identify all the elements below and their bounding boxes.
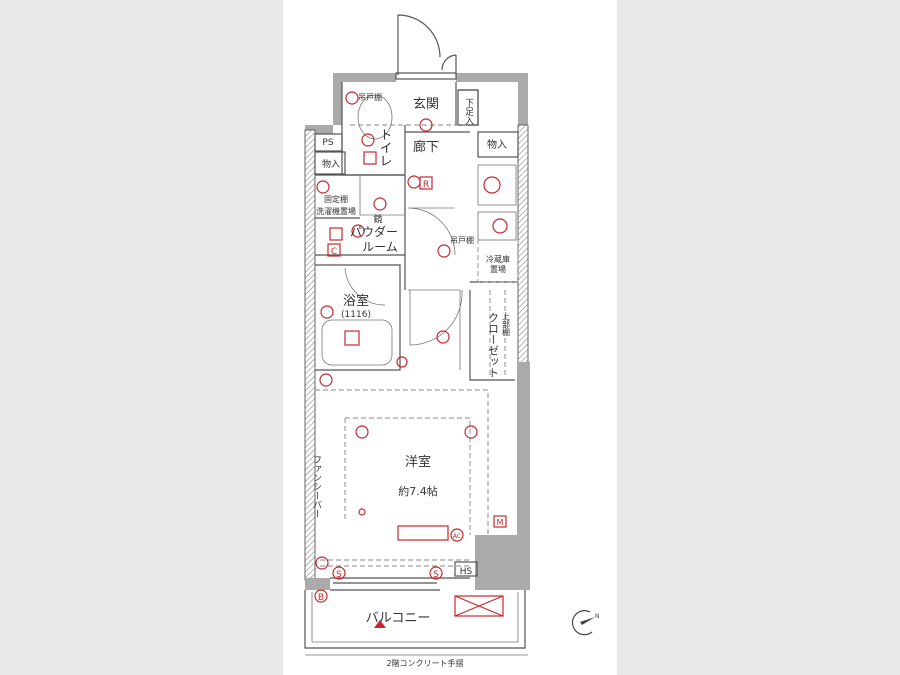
label-hallway: 廊下 bbox=[413, 139, 439, 155]
symbol-b-label: B bbox=[318, 593, 324, 603]
label-western-room: 洋室 bbox=[405, 454, 431, 470]
north-arrow-icon: N bbox=[571, 610, 600, 636]
symbol-s-right: S bbox=[429, 566, 443, 580]
label-toilet: トイレ bbox=[377, 128, 392, 167]
label-storage-left: 物入 bbox=[322, 158, 340, 170]
label-entrance: 玄関 bbox=[413, 97, 439, 112]
label-closet: クローゼット bbox=[487, 312, 500, 378]
symbol-s-right-label: S bbox=[433, 570, 439, 580]
label-shoe-cabinet: 下足入 bbox=[463, 98, 474, 125]
label-heat-source: HS bbox=[460, 567, 473, 577]
label-powder-room: パウダー bbox=[350, 224, 398, 239]
label-railing-note: 2階コンクリート手摺 bbox=[386, 658, 463, 668]
symbol-c: C bbox=[327, 243, 341, 257]
svg-text:N: N bbox=[595, 613, 600, 620]
exterior-walls bbox=[304, 73, 530, 590]
label-fancy-bar: ファンシーバー bbox=[311, 455, 322, 518]
room-labels: 玄関 下足入 トイレ 廊下 PS 物入 物入 吊戸棚 固定棚 洗濯機置場 鏡 パ… bbox=[311, 92, 511, 668]
label-western-room-size: 約7.4帖 bbox=[398, 484, 438, 498]
balcony bbox=[304, 590, 528, 656]
symbol-r: R bbox=[419, 176, 433, 190]
symbol-m-label: M bbox=[497, 518, 504, 527]
interior-walls bbox=[314, 82, 519, 591]
label-powder-room-2: ルーム bbox=[362, 240, 398, 254]
label-fridge-space: 冷蔵庫 bbox=[486, 254, 510, 264]
label-balcony: バルコニー bbox=[366, 611, 431, 626]
label-bathroom: 浴室 bbox=[343, 293, 369, 309]
symbol-r-label: R bbox=[423, 180, 429, 190]
symbol-b: B bbox=[314, 589, 328, 603]
label-mirror: 鏡 bbox=[373, 213, 382, 225]
symbol-s-left: S bbox=[332, 566, 346, 580]
symbol-s-left-label: S bbox=[336, 570, 342, 580]
label-pipe-space: PS bbox=[322, 138, 333, 148]
symbol-m: M bbox=[493, 515, 507, 528]
label-fridge-space-2: 置場 bbox=[490, 264, 506, 274]
electrical-fixtures bbox=[315, 91, 508, 570]
label-washer-space: 洗濯機置場 bbox=[316, 206, 356, 216]
label-bathroom-size: (1116) bbox=[341, 310, 371, 320]
label-storage-right: 物入 bbox=[487, 138, 507, 151]
label-hanging-cabinet-kitchen: 吊戸棚 bbox=[450, 235, 474, 245]
front-door bbox=[395, 14, 457, 80]
symbol-ac-label: AC bbox=[453, 533, 461, 540]
symbol-ac: AC bbox=[450, 528, 464, 542]
label-hanging-cabinet-toilet: 吊戸棚 bbox=[358, 92, 382, 102]
symbol-c-label: C bbox=[331, 247, 337, 257]
window-marker-icon bbox=[374, 620, 386, 628]
label-upper-shelf: 上部棚 bbox=[502, 312, 511, 337]
label-fixed-shelf: 固定棚 bbox=[324, 194, 348, 204]
